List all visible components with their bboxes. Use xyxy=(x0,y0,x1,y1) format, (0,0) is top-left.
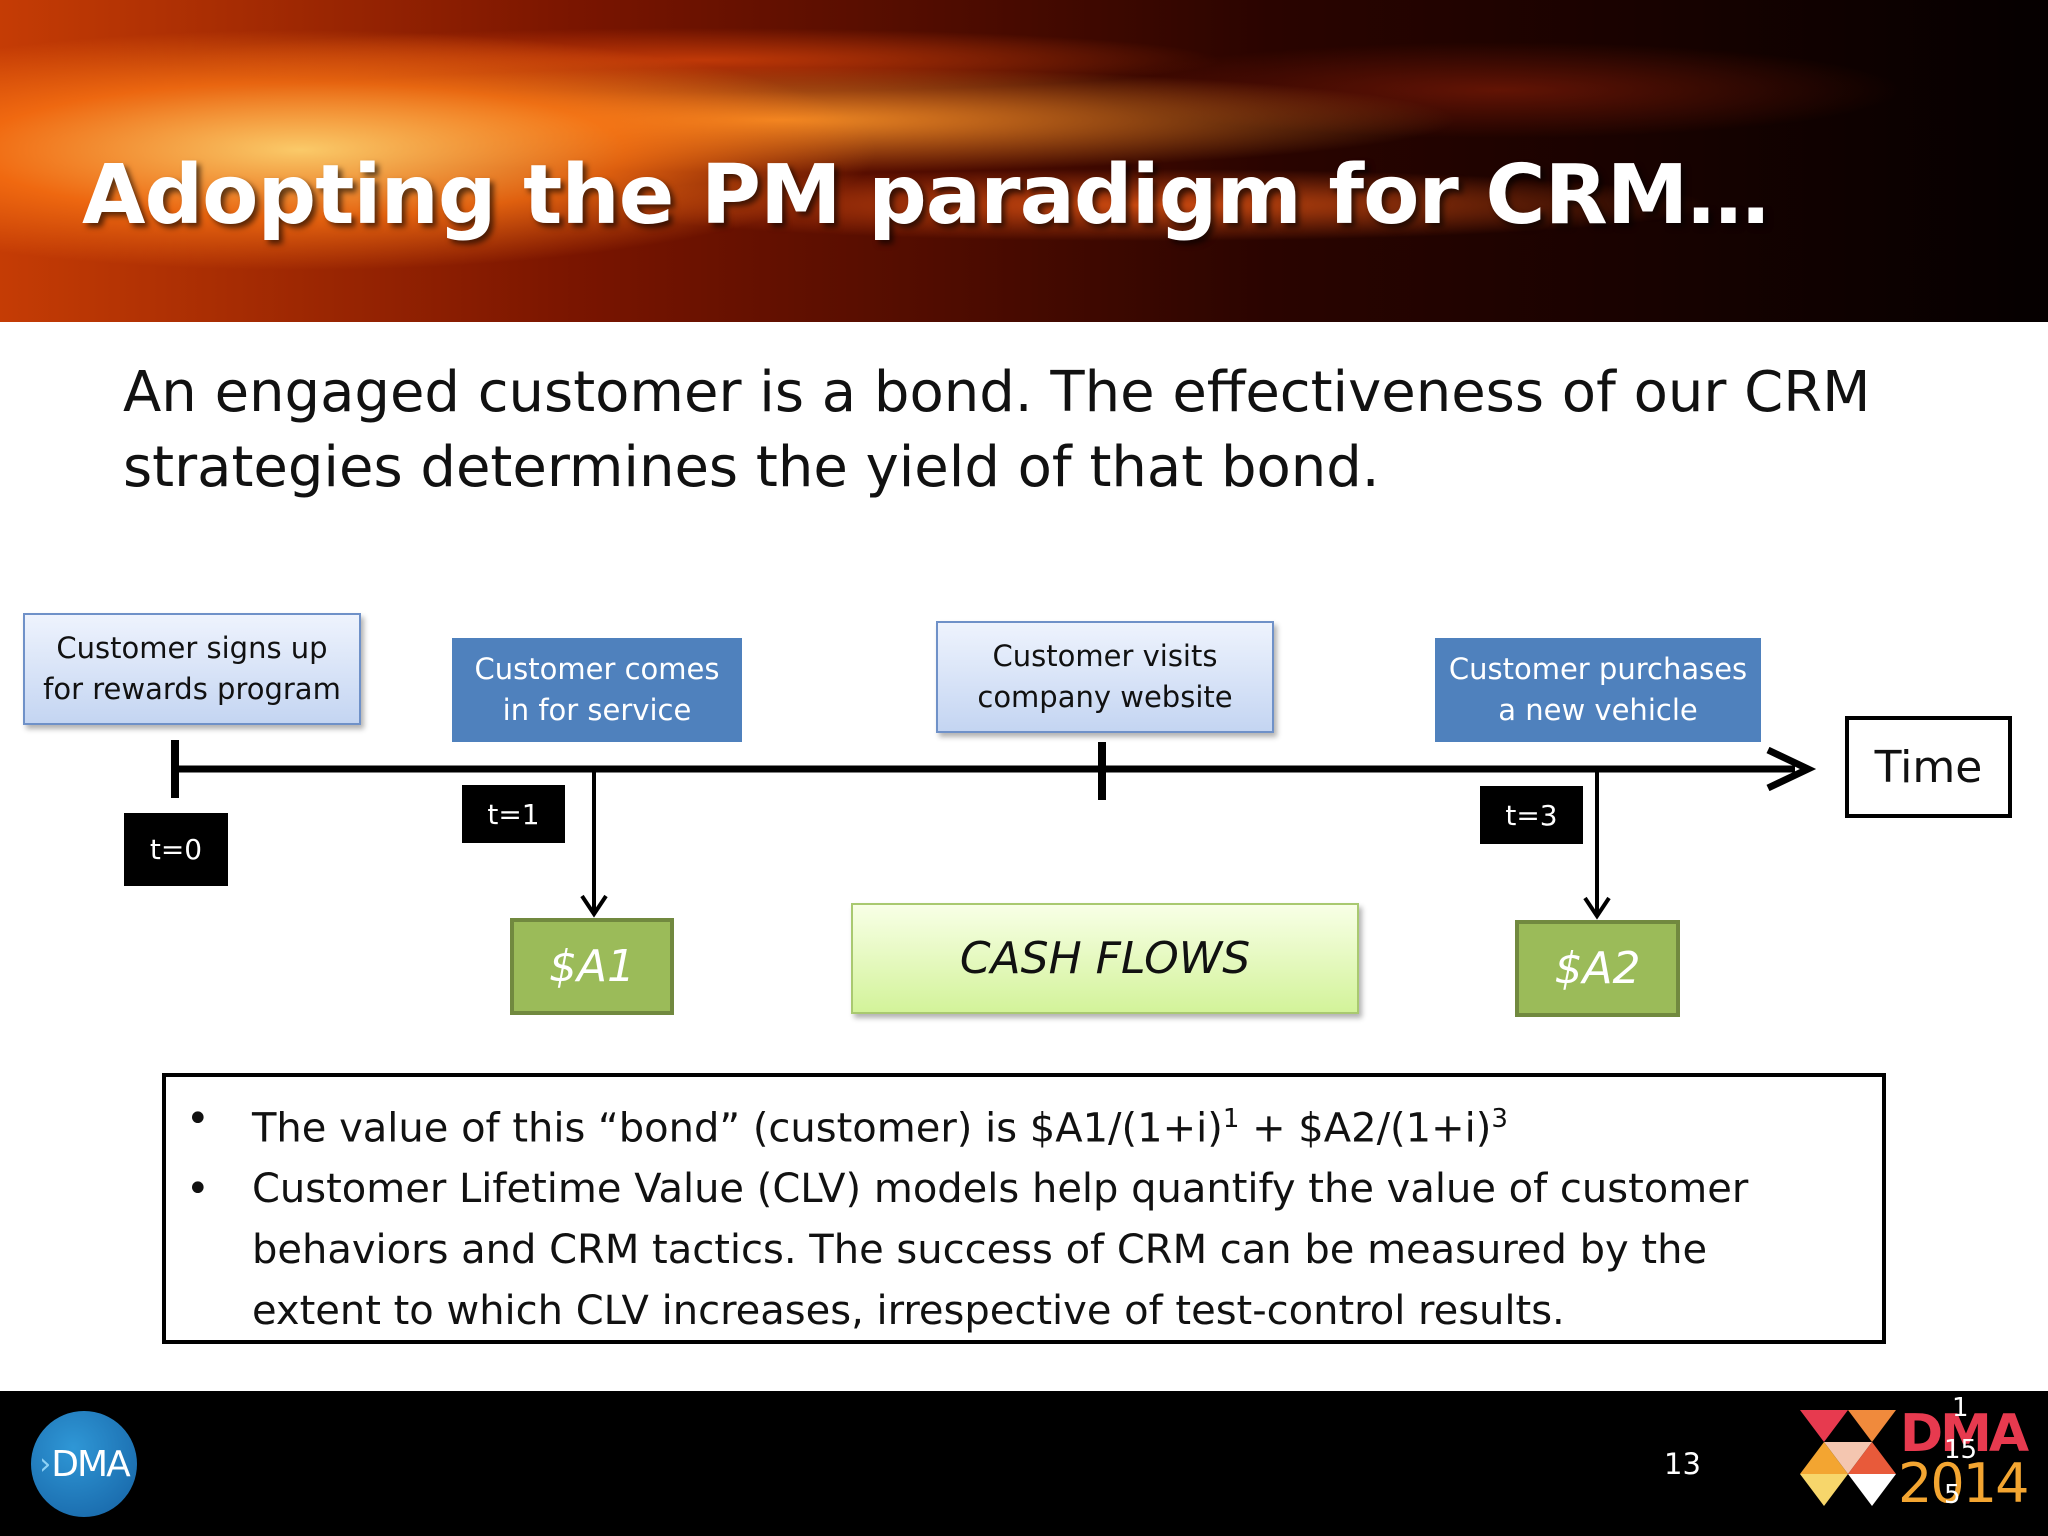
timeline-arrowhead xyxy=(1766,746,1817,792)
time-label-t0: t=0 xyxy=(124,813,228,886)
bullet-box: • The value of this “bond” (customer) is… xyxy=(162,1073,1886,1344)
brand-triangle-coral xyxy=(1848,1442,1896,1474)
brand-triangle-red xyxy=(1800,1410,1848,1442)
brand-triangle-amber xyxy=(1800,1442,1848,1474)
title-banner: Adopting the PM paradigm for CRM… xyxy=(0,0,2048,322)
chevron-right-icon: › xyxy=(39,1446,51,1482)
time-label-t1: t=1 xyxy=(462,785,565,843)
event-service-box: Customer comes in for service xyxy=(452,638,742,742)
dma-logo: ›DMA xyxy=(31,1411,137,1517)
exponent-1: 1 xyxy=(1222,1104,1240,1134)
brand-triangle-white xyxy=(1848,1474,1896,1506)
brand-triangle-pink xyxy=(1824,1442,1872,1474)
event-signup-label: Customer signs up for rewards program xyxy=(43,631,341,706)
bond-value-text-2: + $A2/(1+i) xyxy=(1239,1105,1492,1152)
brand-dma-text: DMA xyxy=(1900,1404,2029,1464)
bullet-item-clv: • Customer Lifetime Value (CLV) models h… xyxy=(186,1159,1822,1342)
bullet-marker: • xyxy=(186,1166,210,1213)
event-service-label: Customer comes in for service xyxy=(474,652,720,727)
brand-triangle-orange xyxy=(1848,1410,1896,1442)
intro-text: An engaged customer is a bond. The effec… xyxy=(123,360,1871,500)
time-axis-label: Time xyxy=(1845,716,2012,818)
overlay-digit-5: 5 xyxy=(1944,1480,1961,1510)
event-website-label: Customer visits company website xyxy=(977,639,1233,714)
time-label-t3: t=3 xyxy=(1480,786,1583,844)
cash-flows-label: CASH FLOWS xyxy=(851,903,1359,1014)
cashflow-arrowhead-2 xyxy=(1583,896,1611,920)
brand-triangle-yellow xyxy=(1800,1474,1848,1506)
bond-value-text: The value of this “bond” (customer) is $… xyxy=(252,1105,1223,1152)
bullet-list: • The value of this “bond” (customer) is… xyxy=(186,1089,1822,1342)
event-signup-box: Customer signs up for rewards program xyxy=(23,613,361,725)
event-purchase-label: Customer purchases a new vehicle xyxy=(1448,652,1748,727)
event-website-box: Customer visits company website xyxy=(936,621,1274,733)
overlay-digit-1: 1 xyxy=(1952,1393,1969,1423)
cash-flow-a2: $A2 xyxy=(1515,920,1680,1017)
brand-year-text: 2014 xyxy=(1898,1452,2029,1515)
clv-text: Customer Lifetime Value (CLV) models hel… xyxy=(252,1166,1749,1335)
exponent-3: 3 xyxy=(1491,1104,1508,1134)
cashflow-arrowhead-1 xyxy=(580,894,608,918)
event-purchase-box: Customer purchases a new vehicle xyxy=(1435,638,1761,742)
dma-logo-text: DMA xyxy=(51,1443,130,1485)
footer-bar xyxy=(0,1391,2048,1536)
bullet-marker: • xyxy=(186,1096,210,1142)
timeline-diagram xyxy=(171,740,1817,920)
dma-2014-logo xyxy=(1800,1410,1896,1506)
slide-title: Adopting the PM paradigm for CRM… xyxy=(82,148,1769,243)
overlay-digit-15: 15 xyxy=(1944,1435,1978,1465)
page-number: 13 xyxy=(1664,1447,1701,1481)
cash-flow-a1: $A1 xyxy=(510,918,674,1015)
bullet-item-bond-value: • The value of this “bond” (customer) is… xyxy=(186,1089,1822,1159)
